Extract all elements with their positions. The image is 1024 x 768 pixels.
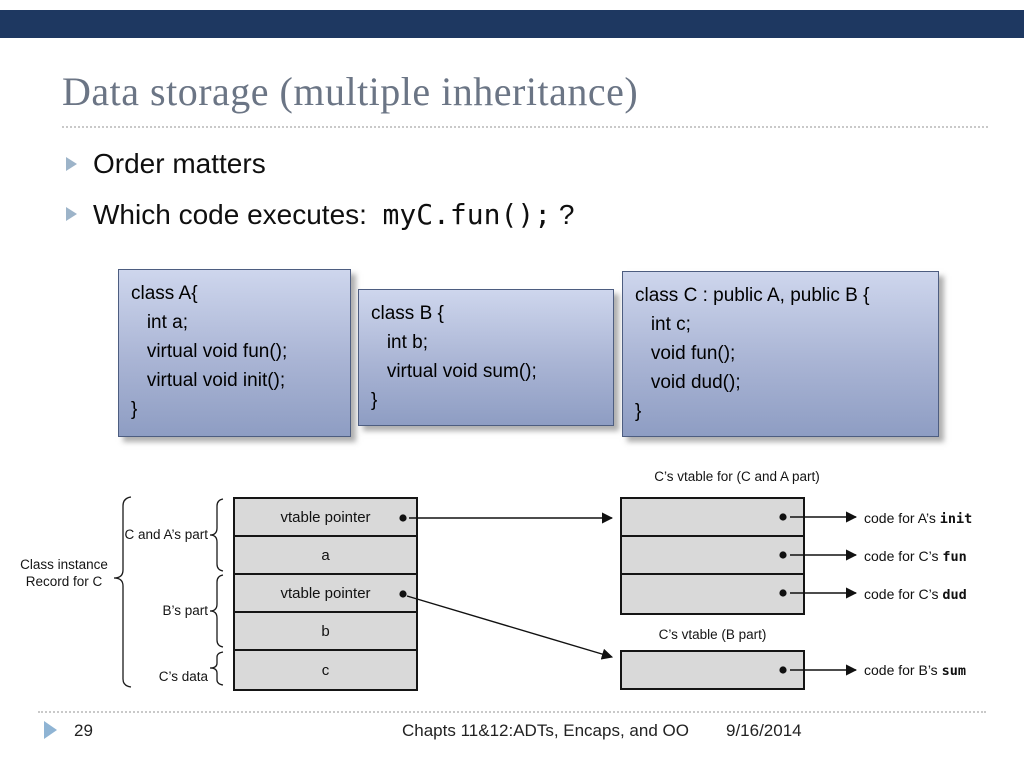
code-line: } (131, 399, 138, 420)
brace-class-instance-record (113, 496, 132, 688)
bullet-order-matters: Order matters (66, 148, 266, 180)
code-line: void dud(); (635, 372, 741, 393)
brace-c-and-a-part (209, 498, 224, 572)
brace-c-data (209, 651, 224, 686)
code-line: class A{ (131, 283, 198, 304)
vtable-row (622, 499, 803, 537)
code-line: int c; (635, 314, 691, 335)
bullet-text: Order matters (93, 148, 266, 179)
code-line: } (371, 390, 378, 411)
vtable-ca (620, 497, 805, 615)
code-line: virtual void sum(); (371, 361, 537, 382)
class-instance-label-line2: Record for C (25, 574, 103, 589)
class-c-code-box: class C : public A, public B { int c; vo… (622, 271, 939, 437)
vtable-row (622, 537, 803, 575)
code-line: void fun(); (635, 343, 736, 364)
group-label-c-and-a-part: C and A’s part (124, 527, 208, 542)
code-line: int b; (371, 332, 429, 353)
code-label-prefix: code for C’s (864, 586, 943, 602)
vtable-row (622, 575, 803, 613)
footer-triangle-icon (44, 721, 57, 739)
class-instance-record: vtable pointer a vtable pointer b c (233, 497, 418, 691)
record-cell-a: a (235, 537, 416, 575)
code-line: virtual void init(); (131, 370, 286, 391)
bullet-text-suffix: ? (551, 199, 575, 230)
class-instance-record-label: Class instance Record for C (10, 556, 118, 590)
footer-date: 9/16/2014 (726, 721, 802, 740)
brace-b-part (209, 574, 224, 648)
record-cell-c: c (235, 651, 416, 689)
bullet-text: Which code executes: myC.fun(); ? (93, 198, 574, 231)
code-line: int a; (131, 312, 189, 333)
bullet-triangle-icon (66, 157, 77, 171)
code-label-prefix: code for C’s (864, 548, 943, 564)
code-label-mono: fun (942, 549, 967, 565)
code-line: } (635, 401, 642, 422)
group-label-b-part: B’s part (162, 603, 208, 618)
bullet-text-prefix: Which code executes: (93, 199, 383, 230)
code-label-dud: code for C’s dud (864, 586, 967, 603)
vtable-ca-title: C’s vtable for (C and A part) (654, 469, 820, 484)
code-line: class B { (371, 303, 444, 324)
bullet-triangle-icon (66, 207, 77, 221)
record-cell-b: b (235, 613, 416, 651)
group-label-c-data: C’s data (158, 669, 208, 684)
code-label-prefix: code for B’s (864, 662, 942, 678)
code-line: class C : public A, public B { (635, 285, 870, 306)
code-label-mono: dud (942, 587, 967, 603)
vtable-b-title: C’s vtable (B part) (658, 627, 767, 642)
class-a-code-box: class A{ int a; virtual void fun(); virt… (118, 269, 351, 437)
inline-code: myC.fun(); (382, 198, 552, 231)
class-instance-label-line1: Class instance (20, 557, 108, 572)
footer-course-label: Chapts 11&12:ADTs, Encaps, and OO (402, 721, 689, 740)
record-cell-vtable-pointer-b: vtable pointer (235, 575, 416, 613)
code-label-mono: sum (941, 663, 966, 679)
code-label-prefix: code for A’s (864, 510, 940, 526)
arrow-record-to-vtable-b (406, 595, 614, 660)
top-accent-bar (0, 10, 1024, 38)
vtable-b (620, 650, 805, 690)
code-label-sum: code for B’s sum (864, 662, 966, 679)
code-line: virtual void fun(); (131, 341, 288, 362)
footer-divider (38, 711, 986, 713)
title-divider (62, 126, 988, 128)
record-cell-vtable-pointer-ca: vtable pointer (235, 499, 416, 537)
vtable-row (622, 652, 803, 688)
code-label-init: code for A’s init (864, 510, 972, 527)
class-b-code-box: class B { int b; virtual void sum(); } (358, 289, 614, 426)
code-label-fun: code for C’s fun (864, 548, 967, 565)
slide-title: Data storage (multiple inheritance) (62, 69, 639, 114)
page-number: 29 (74, 721, 93, 740)
code-label-mono: init (939, 511, 973, 527)
bullet-which-code-executes: Which code executes: myC.fun(); ? (66, 198, 574, 231)
